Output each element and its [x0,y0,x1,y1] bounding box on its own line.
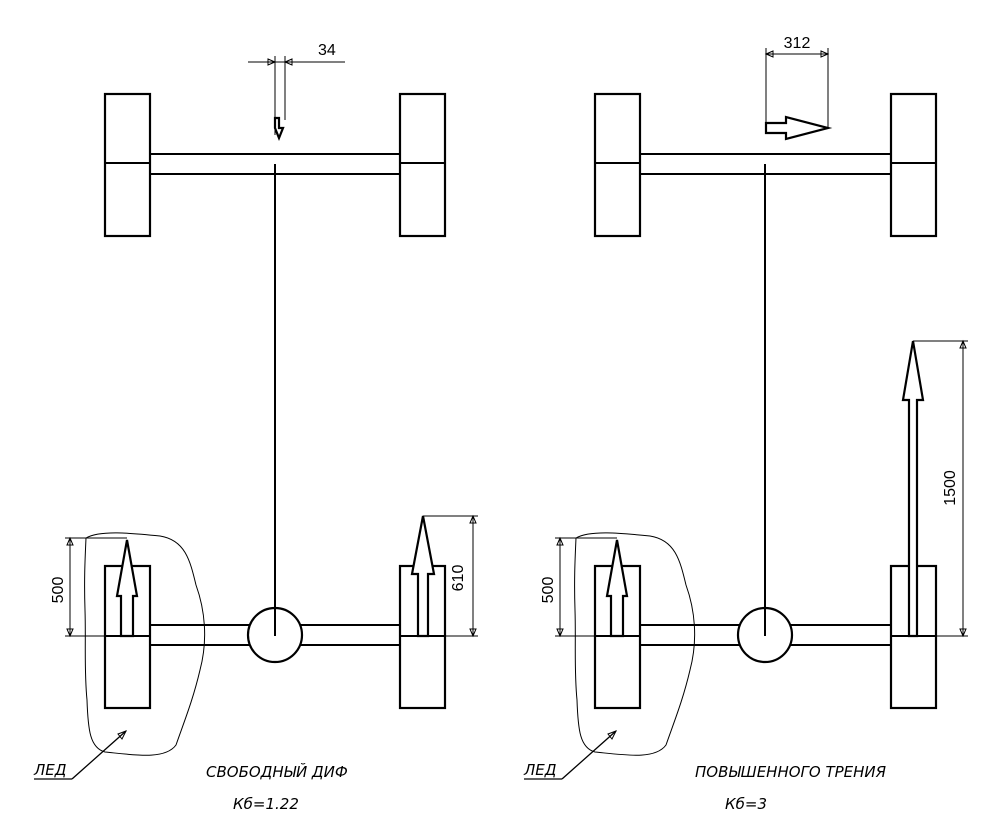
right-front-left-wheel [593,92,642,238]
right-rear-left-force-arrow [605,539,629,638]
left-scheme-title: СВОБОДНЫЙ ДИФ [206,762,348,781]
left-rear-right-force-dim: 610 [450,565,467,592]
left-ice-label: ЛЕД [33,761,67,779]
right-scheme-coefficient: Кб=3 [725,795,767,813]
right-front-right-wheel [889,92,938,238]
left-front-force-arrow [273,116,285,141]
left-scheme-coefficient: Кб=1.22 [233,795,299,813]
right-scheme-title: ПОВЫШЕННОГО ТРЕНИЯ [695,763,887,781]
right-rear-axle [640,606,891,664]
left-front-force-dim: 34 [318,42,336,59]
right-scheme: 312 500 1500 ЛЕД ПОВЫШЕННОГО ТРЕНИЯ Кб=3 [523,35,968,813]
left-rear-left-force-dim: 500 [50,577,67,604]
left-scheme: 34 500 610 ЛЕД СВОБОДНЫЙ ДИФ Кб=1.22 [33,42,478,813]
left-rear-right-force-arrow [410,515,436,638]
right-rear-right-force-dim: 1500 [942,470,959,506]
left-rear-axle [150,606,400,664]
right-rear-left-force-dim: 500 [540,577,557,604]
left-front-right-wheel [398,92,447,238]
right-front-force-dim: 312 [784,35,811,52]
left-rear-left-force-arrow [115,539,139,638]
right-front-force-arrow [764,115,833,141]
right-ice-label: ЛЕД [523,761,557,779]
right-rear-right-force-arrow [901,340,925,638]
left-front-left-wheel [103,92,152,238]
